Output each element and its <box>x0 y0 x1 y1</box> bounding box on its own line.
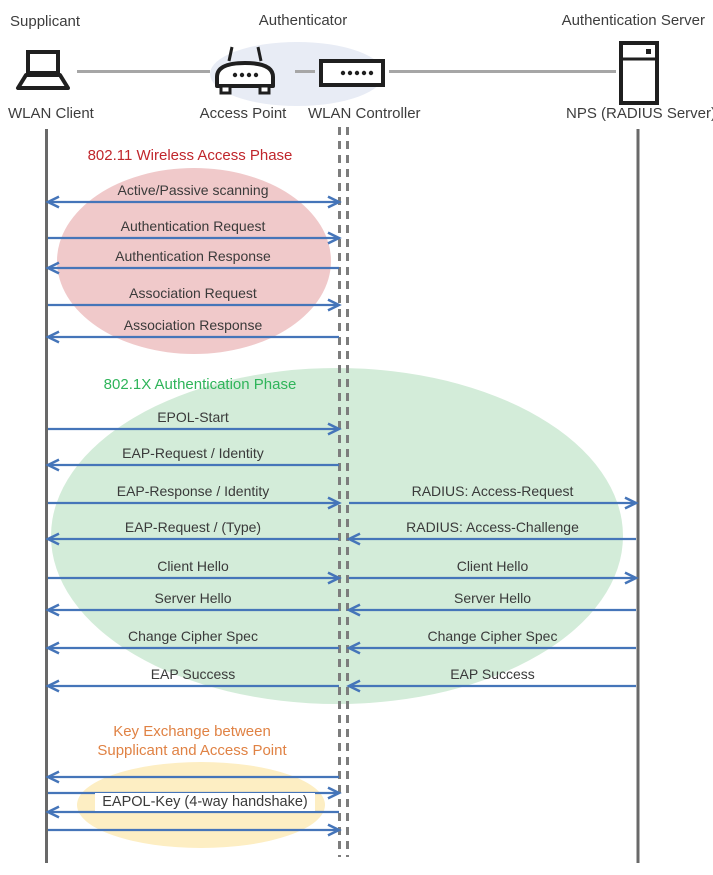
message-label-7: EAP-Response / Identity <box>116 483 270 499</box>
phase-title-key-exchange: Key Exchange between Supplicant and Acce… <box>42 722 342 760</box>
message-label-9: EAP-Request / (Type) <box>124 519 262 535</box>
arrowhead <box>327 195 342 209</box>
message-label-14: Server Hello <box>453 590 532 606</box>
arrowhead <box>346 641 361 655</box>
message-label-18: EAP Success <box>450 666 535 682</box>
phase-80211-ellipse <box>57 168 331 354</box>
arrowhead <box>327 823 342 837</box>
device-label-wlan-client: WLAN Client <box>8 105 94 122</box>
arrowhead <box>45 641 60 655</box>
arrowhead <box>327 422 342 436</box>
device-label-access-point: Access Point <box>199 105 287 122</box>
arrowhead <box>624 571 639 585</box>
access-point-icon <box>212 44 278 96</box>
arrowhead <box>45 261 60 275</box>
message-label-5: EPOL-Start <box>157 409 229 425</box>
role-label-authenticator: Authenticator <box>258 12 348 29</box>
authenticator-ellipse <box>210 42 384 106</box>
arrowhead <box>45 603 60 617</box>
arrowhead <box>45 770 60 784</box>
device-label-nps-radius-server: NPS (RADIUS Server) <box>565 105 713 122</box>
message-label-1: Authentication Request <box>120 218 266 234</box>
arrowhead <box>45 330 60 344</box>
phase-title-80211-wireless-access: 802.11 Wireless Access Phase <box>87 147 293 164</box>
message-label-8: RADIUS: Access-Request <box>411 483 574 499</box>
phase-8021x-ellipse <box>51 368 623 704</box>
message-label-10: RADIUS: Access-Challenge <box>406 519 579 535</box>
message-label-0: Active/Passive scanning <box>117 182 269 198</box>
laptop-icon <box>13 49 73 97</box>
message-label-13: Server Hello <box>154 590 232 606</box>
arrowhead <box>327 231 342 245</box>
message-label-6: EAP-Request / Identity <box>122 445 264 461</box>
arrowhead <box>45 458 60 472</box>
message-label-17: EAP Success <box>150 666 236 682</box>
arrowhead <box>45 532 60 546</box>
message-label-12: Client Hello <box>456 558 529 574</box>
phase-title-8021x-authentication: 802.1X Authentication Phase <box>103 376 297 393</box>
arrowhead <box>327 298 342 312</box>
arrowhead <box>346 532 361 546</box>
role-label-authentication-server: Authentication Server <box>561 12 705 29</box>
phase-title-key-exchange-line2: Supplicant and Access Point <box>97 742 287 759</box>
arrowhead <box>346 603 361 617</box>
message-label-2: Authentication Response <box>115 248 271 264</box>
phase-title-key-exchange-line1: Key Exchange between <box>113 723 271 740</box>
eapol-key-label: EAPOL-Key (4-way handshake) <box>55 793 355 811</box>
arrowhead <box>327 786 342 800</box>
wlan-controller-icon <box>318 57 386 89</box>
arrowhead <box>346 679 361 693</box>
device-label-wlan-controller: WLAN Controller <box>308 105 421 122</box>
message-label-3: Association Request <box>129 285 257 301</box>
arrowhead <box>327 496 342 510</box>
message-label-11: Client Hello <box>157 558 229 574</box>
role-label-supplicant: Supplicant <box>10 13 81 30</box>
message-label-4: Association Response <box>123 317 263 333</box>
message-label-16: Change Cipher Spec <box>427 628 558 644</box>
arrowhead <box>45 195 60 209</box>
arrowhead <box>45 679 60 693</box>
arrowhead <box>624 496 639 510</box>
arrowhead <box>327 571 342 585</box>
message-label-15: Change Cipher Spec <box>128 628 258 644</box>
server-icon <box>618 40 660 106</box>
arrowhead <box>45 805 60 819</box>
